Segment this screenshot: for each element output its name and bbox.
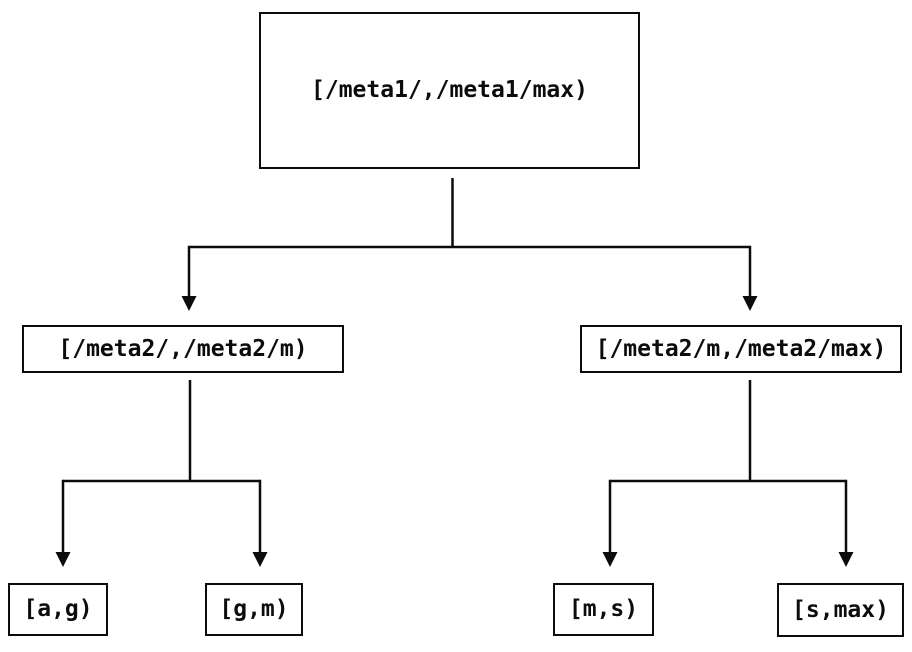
node-level2-right-label: [/meta2/m,/meta2/max) — [595, 335, 887, 362]
node-leaf-ag-label: [a,g) — [23, 596, 93, 622]
node-leaf-gm: [g,m) — [205, 583, 303, 636]
node-leaf-ag: [a,g) — [8, 583, 108, 636]
node-leaf-smax-label: [s,max) — [792, 596, 889, 623]
node-leaf-smax: [s,max) — [777, 583, 904, 637]
arrowhead-leaf-ms — [602, 552, 618, 567]
node-root: [/meta1/,/meta1/max) — [259, 12, 640, 169]
arrowhead-l2-right — [742, 296, 758, 311]
arrowhead-l2-left — [181, 296, 197, 311]
arrowhead-leaf-smax — [838, 552, 854, 567]
node-level2-right: [/meta2/m,/meta2/max) — [580, 325, 902, 373]
node-leaf-ms-label: [m,s) — [568, 596, 639, 622]
arrowhead-leaf-ag — [55, 552, 71, 567]
node-leaf-gm-label: [g,m) — [219, 596, 289, 622]
node-root-label: [/meta1/,/meta1/max) — [311, 77, 588, 103]
arrowhead-leaf-gm — [252, 552, 268, 567]
node-level2-left: [/meta2/,/meta2/m) — [22, 325, 344, 373]
node-leaf-ms: [m,s) — [553, 583, 654, 636]
node-level2-left-label: [/meta2/,/meta2/m) — [58, 335, 308, 362]
